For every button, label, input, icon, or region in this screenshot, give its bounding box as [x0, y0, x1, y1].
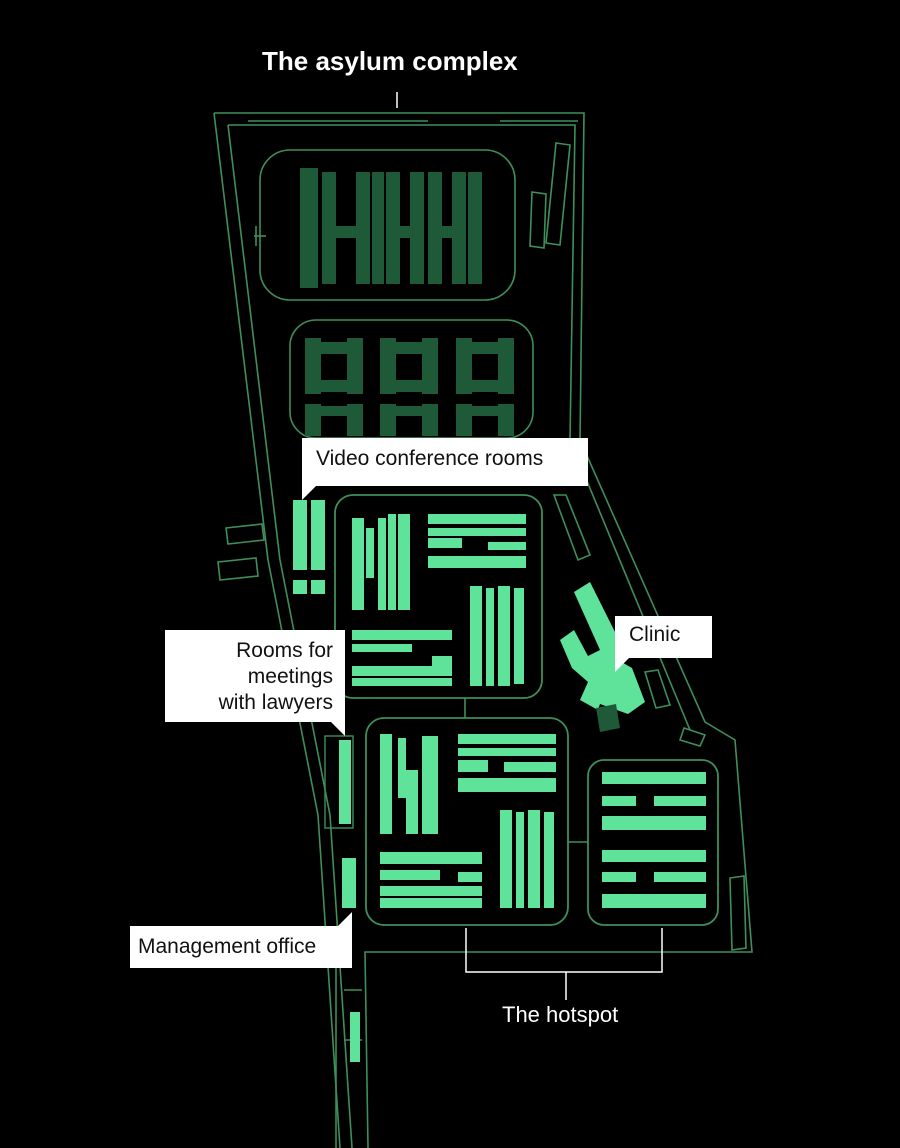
hotspot-detail: [637, 793, 653, 885]
callout-rooms-lawyers-line-1: Rooms for: [236, 639, 333, 662]
buildings-north: [300, 168, 482, 288]
callout-tail: [302, 486, 316, 500]
compound-second: [289, 319, 534, 439]
buildings-middle: [352, 514, 526, 686]
site-outline: [213, 112, 753, 1148]
callout-video-conference-rooms: Video conference rooms: [302, 438, 588, 500]
map-title: The asylum complex: [262, 46, 518, 76]
buildings-second: [305, 338, 514, 436]
clinic-building: [560, 582, 645, 732]
callout-rooms-lawyers-line-2: meetings: [247, 665, 333, 688]
callout-management-office: Management office: [130, 912, 352, 968]
leader-lines: [396, 92, 663, 1000]
compound-connectors: [464, 698, 588, 843]
callout-rooms-lawyers: Rooms for meetings with lawyers: [165, 630, 345, 736]
callout-clinic-text: Clinic: [629, 623, 681, 646]
callout-rooms-lawyers-line-3: with lawyers: [218, 691, 333, 714]
compound-lower-left: [365, 717, 569, 926]
management-office-building: [342, 858, 360, 1062]
compound-north: [259, 149, 516, 301]
callout-tail: [338, 912, 352, 926]
label-hotspot: The hotspot: [502, 1002, 619, 1027]
callout-clinic: Clinic: [615, 616, 712, 672]
buildings-lower-right: [602, 772, 706, 908]
buildings-lower-left: [380, 734, 556, 908]
callout-tail: [331, 722, 345, 736]
lawyers-rooms-building: [324, 735, 354, 829]
callout-management-office-text: Management office: [138, 935, 317, 958]
compound-middle: [334, 494, 543, 699]
callout-tail: [615, 658, 629, 672]
callout-video-conference-rooms-text: Video conference rooms: [316, 447, 544, 470]
video-conference-rooms-building: [293, 500, 325, 594]
